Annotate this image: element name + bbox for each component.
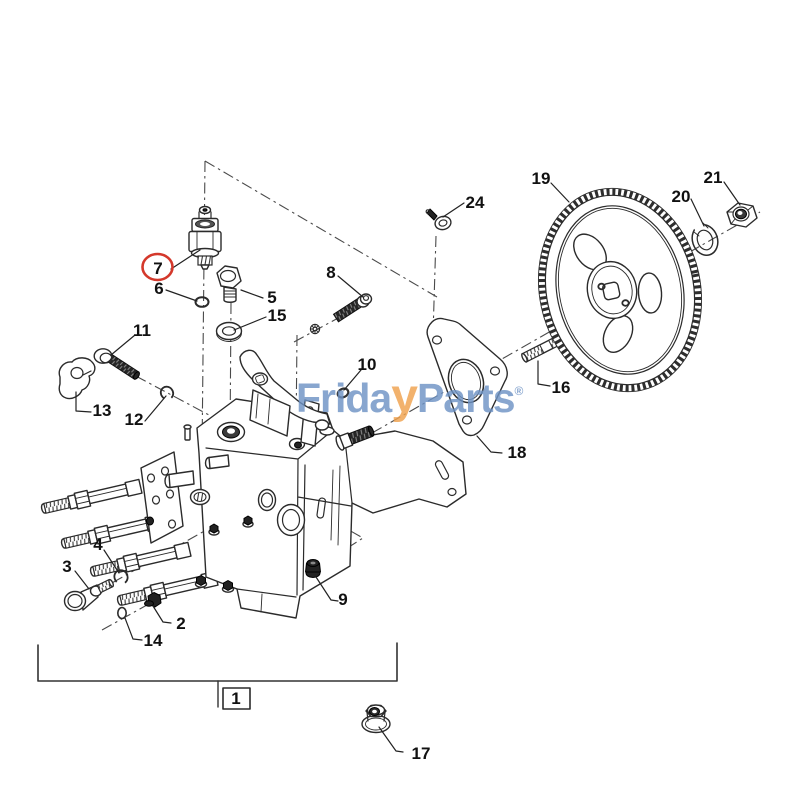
part-20-washer <box>691 221 719 256</box>
callout-9: 9 <box>338 590 347 609</box>
part-8-stud <box>309 293 373 335</box>
leader-lines <box>74 181 741 753</box>
part-13-clip <box>58 357 96 400</box>
highlight-circle <box>141 252 174 282</box>
callout-14: 14 <box>144 631 163 650</box>
callout-11: 11 <box>133 321 151 340</box>
callout-18: 18 <box>508 443 527 462</box>
part-9-nut <box>305 559 321 578</box>
part-2-plug <box>144 592 162 608</box>
part-19-timing-gear <box>537 187 703 393</box>
callout-17: 17 <box>412 744 431 763</box>
part-3-plug <box>63 578 115 612</box>
fridayparts-watermark: FridayParts® <box>296 370 524 423</box>
callout-2: 2 <box>176 614 185 633</box>
part-15-washer <box>215 321 243 342</box>
fuel-fitting <box>40 478 143 514</box>
callout-8: 8 <box>326 263 335 282</box>
callout-15: 15 <box>268 306 287 325</box>
callout-labels: 1 2 3 4 5 6 7 8 9 10 11 12 13 14 15 16 1… <box>62 168 722 763</box>
part-18-gasket-plate <box>426 317 508 437</box>
callout-4: 4 <box>93 535 103 554</box>
part-5-overflow-bolt <box>216 265 242 303</box>
callout-13: 13 <box>93 401 112 420</box>
callout-3: 3 <box>62 557 71 576</box>
callout-1: 1 <box>231 689 240 708</box>
part-17-flange-nut <box>361 704 391 734</box>
callout-7: 7 <box>153 259 162 278</box>
part-24-clip <box>425 208 452 231</box>
callout-20: 20 <box>672 187 691 206</box>
callout-24: 24 <box>466 193 485 212</box>
housing-bolt <box>194 575 208 588</box>
star-washer <box>309 323 321 335</box>
callout-12: 12 <box>125 410 144 429</box>
fuel-fitting <box>89 541 192 577</box>
housing-bolt <box>208 523 220 536</box>
part-7-shutoff-solenoid <box>188 205 222 270</box>
callout-16: 16 <box>552 378 571 397</box>
callout-21: 21 <box>704 168 723 187</box>
housing-bolt <box>242 515 254 528</box>
pump-body <box>40 349 467 619</box>
part-21-nut <box>726 202 758 228</box>
housing-bolt <box>221 580 235 593</box>
part-12-o-ring <box>159 385 175 401</box>
part-11-bolt <box>93 348 140 380</box>
drive-shaft <box>335 425 375 451</box>
callout-6: 6 <box>154 279 163 298</box>
part-6-o-ring <box>194 296 210 308</box>
part-10-o-ring <box>336 387 350 399</box>
callout-10: 10 <box>358 355 377 374</box>
throttle-lever <box>239 349 335 437</box>
part-14-o-ring <box>117 606 128 620</box>
callout-19: 19 <box>532 169 551 188</box>
callout-5: 5 <box>267 288 276 307</box>
part-1-bracket <box>37 642 398 710</box>
